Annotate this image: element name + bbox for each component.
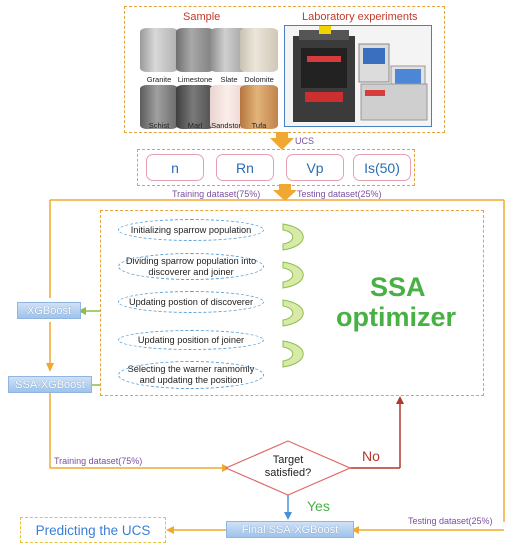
decision-line1: Target xyxy=(272,454,304,466)
rock-label: Dolomite xyxy=(244,75,274,84)
ssa-step-divide: Dividing sparrow population into discove… xyxy=(118,253,264,280)
rock-label: Schist xyxy=(148,121,170,130)
decision-line2: satisfied? xyxy=(264,467,312,479)
ssa-xgboost-box: SSA-XGBoost xyxy=(8,376,92,393)
ssa-step-warner: Selecting the warner ranmomly and updati… xyxy=(118,361,264,389)
ssa-title-line2: optimizer xyxy=(336,302,457,332)
sample-title: Sample xyxy=(183,11,221,23)
ssa-step-initialize: Initializing sparrow population xyxy=(118,219,264,241)
rock-label: Marl xyxy=(187,121,203,130)
ucs-label: UCS xyxy=(295,136,315,146)
training-dataset-bottom-label: Training dataset(75%) xyxy=(54,456,143,466)
rock-label: Granite xyxy=(146,75,172,84)
rock-granite-image xyxy=(140,28,178,72)
no-label: No xyxy=(362,448,380,464)
lab-equipment-image xyxy=(284,25,432,127)
rock-tufa-image xyxy=(240,85,278,129)
yes-label: Yes xyxy=(307,498,330,514)
predicting-ucs-box: Predicting the UCS xyxy=(20,517,166,543)
lab-title: Laboratory experiments xyxy=(302,11,418,23)
param-rn: Rn xyxy=(216,154,274,181)
ssa-step-discoverer: Updating postion of discoverer xyxy=(118,291,264,313)
rock-label: Limestone xyxy=(177,75,213,84)
rock-limestone-image xyxy=(176,28,214,72)
xgboost-box: XGBoost xyxy=(17,302,81,319)
param-vp: Vp xyxy=(286,154,344,181)
rock-dolomite-image xyxy=(240,28,278,72)
param-is50: Is(50) xyxy=(353,154,411,181)
final-ssa-xgboost-box: Final SSA-XGBoost xyxy=(226,521,354,538)
ssa-title-line1: SSA xyxy=(370,272,426,302)
rock-label: Sandstone xyxy=(211,121,247,130)
rock-label: Tufa xyxy=(251,121,267,130)
predicting-ucs-label: Predicting the UCS xyxy=(35,522,151,538)
rock-marl-image xyxy=(176,85,214,129)
rock-label: Slate xyxy=(220,75,238,84)
testing-dataset-bottom-label: Testing dataset(25%) xyxy=(408,516,493,526)
testing-dataset-top-label: Testing dataset(25%) xyxy=(297,189,382,199)
rock-schist-image xyxy=(140,85,178,129)
training-dataset-top-label: Training dataset(75%) xyxy=(172,189,261,199)
ssa-step-joiner: Updating position of joiner xyxy=(118,330,264,350)
decision-diamond xyxy=(225,440,351,496)
input-parameters-panel xyxy=(137,149,415,186)
ucs-arrow xyxy=(270,132,294,150)
ssa-optimizer-panel xyxy=(100,210,484,396)
param-n: n xyxy=(146,154,204,181)
